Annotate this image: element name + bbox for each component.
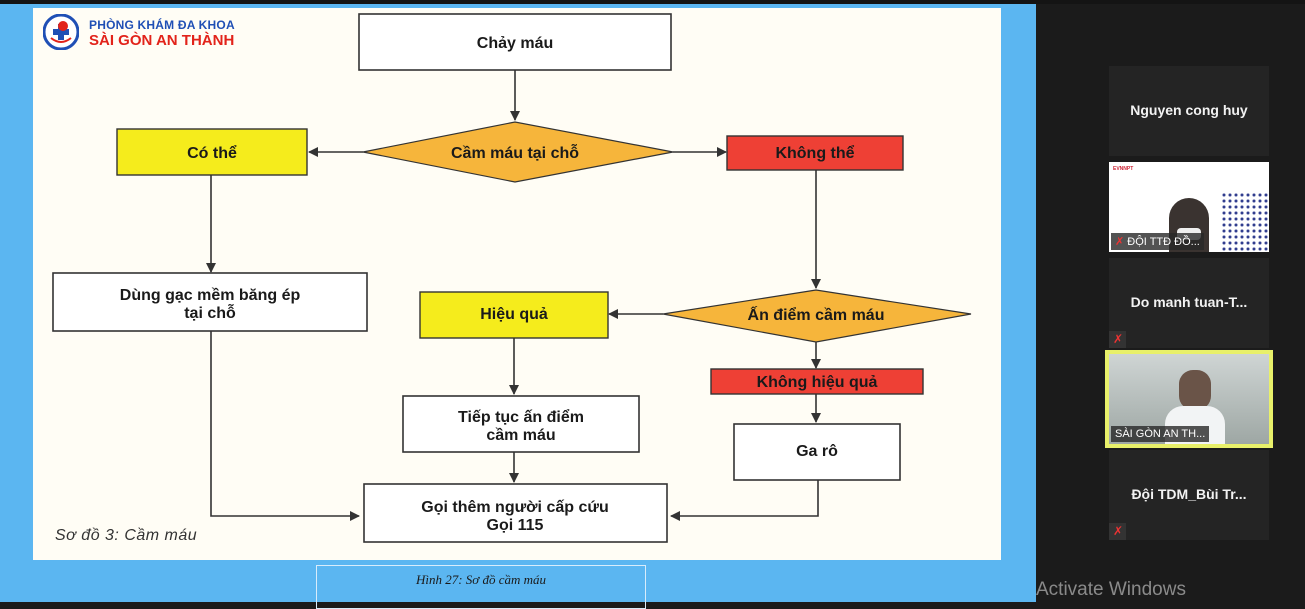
diagram-label: Sơ đồ 3: Cầm máu [55, 527, 198, 544]
clinic-logo-icon [43, 14, 79, 50]
svg-text:Không hiệu quả: Không hiệu quả [757, 374, 878, 391]
participant-name: Đội TDM_Bùi Tr... [1131, 486, 1247, 502]
svg-text:Tiếp tục ấn điểm: Tiếp tục ấn điểm [458, 408, 584, 426]
participant-tile[interactable]: Đội TDM_Bùi Tr... ✗ [1109, 450, 1269, 540]
node-cannot: Không thể [726, 135, 904, 171]
top-bar [0, 0, 1305, 4]
node-call-help: Gọi thêm người cấp cứu Gọi 115 [363, 483, 668, 543]
caption-box: Hình 27: Sơ đồ cầm máu [316, 565, 646, 609]
svg-text:Hiệu quả: Hiệu quả [480, 306, 548, 323]
svg-text:Không thể: Không thể [775, 144, 854, 162]
mic-muted-icon: ✗ [1109, 331, 1126, 348]
node-bleeding: Chảy máu [358, 13, 672, 71]
pattern [1221, 192, 1269, 252]
mic-muted-icon: ✗ [1109, 523, 1126, 540]
figure-caption: Hình 27: Sơ đồ cầm máu [415, 572, 547, 587]
participant-tile[interactable]: Nguyen cong huy [1109, 66, 1269, 156]
svg-text:Ga rô: Ga rô [796, 443, 838, 460]
svg-text:Gọi thêm người cấp cứu: Gọi thêm người cấp cứu [421, 499, 608, 516]
participant-tile-video[interactable]: EVNNPT ✗ ĐỘI TTĐ ĐỒ... [1109, 162, 1269, 252]
node-can: Có thể [116, 128, 308, 176]
slide: PHÒNG KHÁM ĐA KHOA SÀI GÒN AN THÀNH [33, 8, 1001, 560]
node-gauze: Dùng gạc mềm băng ép tại chỗ [52, 272, 368, 332]
video-content: EVNNPT [1113, 166, 1134, 172]
svg-text:Chảy máu: Chảy máu [477, 35, 553, 52]
clinic-name-line2: SÀI GÒN AN THÀNH [89, 32, 235, 49]
node-stop-on-site: Cầm máu tại chỗ [362, 121, 674, 183]
svg-text:Dùng gạc mềm băng ép: Dùng gạc mềm băng ép [120, 287, 301, 304]
svg-text:Có thể: Có thể [187, 144, 237, 162]
participant-name: Nguyen cong huy [1130, 102, 1248, 118]
node-continue-press: Tiếp tục ấn điểm cầm máu [402, 395, 640, 453]
svg-text:Gọi 115: Gọi 115 [487, 517, 544, 534]
node-not-effective: Không hiệu quả [710, 368, 924, 395]
shared-screen: PHÒNG KHÁM ĐA KHOA SÀI GÒN AN THÀNH [0, 4, 1036, 609]
participant-tile-active-speaker[interactable]: SÀI GÒN AN TH... [1105, 350, 1273, 448]
node-effective: Hiệu quả [419, 291, 609, 339]
flowchart: Chảy máu Cầm máu tại chỗ Có thể Không th… [52, 13, 972, 543]
svg-text:Cầm máu tại chỗ: Cầm máu tại chỗ [451, 143, 579, 162]
mic-muted-icon: ✗ [1115, 236, 1125, 248]
participant-name: ĐỘI TTĐ ĐỒ... [1127, 236, 1200, 248]
participant-tile[interactable]: Do manh tuan-T... ✗ [1109, 258, 1269, 348]
edge-gauze-call [210, 331, 360, 521]
participant-label: ✗ ĐỘI TTĐ ĐỒ... [1111, 233, 1204, 250]
svg-text:tại chỗ: tại chỗ [184, 303, 236, 322]
svg-text:Ấn điểm cầm máu: Ấn điểm cầm máu [748, 305, 885, 324]
clinic-name-line1: PHÒNG KHÁM ĐA KHOA [89, 18, 235, 32]
person-face [1179, 370, 1211, 410]
activate-windows-watermark: Activate Windows [1036, 579, 1186, 600]
svg-text:cầm máu: cầm máu [486, 427, 555, 444]
edge-tourniquet-call [670, 480, 819, 521]
participant-name: SÀI GÒN AN TH... [1111, 426, 1210, 442]
participant-name: Do manh tuan-T... [1130, 294, 1248, 310]
node-press-point: Ấn điểm cầm máu [662, 289, 972, 343]
node-tourniquet: Ga rô [733, 423, 901, 481]
